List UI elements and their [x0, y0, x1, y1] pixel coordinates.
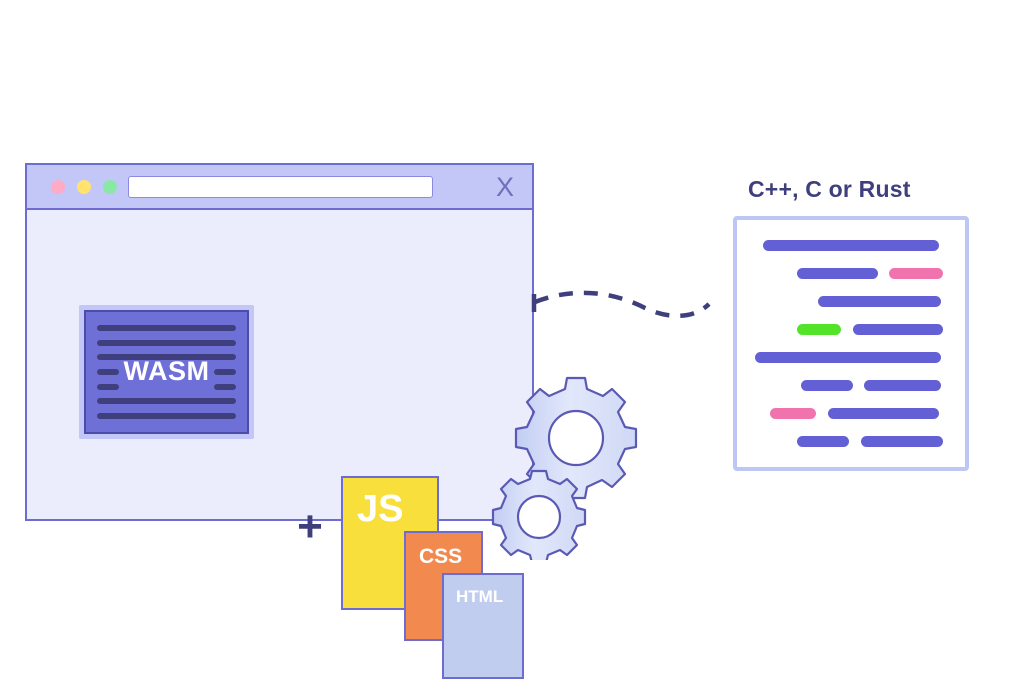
dashed-connector [531, 290, 711, 319]
card-html-label: HTML [456, 587, 504, 606]
card-html: HTML [442, 573, 524, 679]
code-panel [733, 216, 969, 471]
maximize-dot-icon[interactable] [103, 180, 117, 194]
code-token-purple [827, 408, 940, 419]
browser-window: X WASM + JS [25, 163, 534, 679]
code-token-green [797, 324, 842, 335]
wasm-code-line [97, 354, 236, 361]
plus-operator: + [297, 502, 323, 551]
code-row [755, 324, 947, 335]
code-token-purple [860, 436, 944, 447]
card-js-label: JS [357, 488, 404, 530]
code-indent [755, 436, 797, 447]
gear-large-icon [514, 376, 638, 500]
card-css-label: CSS [419, 545, 463, 568]
close-dot-icon[interactable] [51, 180, 65, 194]
code-row [755, 380, 947, 391]
code-token-purple [864, 380, 942, 391]
code-token-purple [755, 352, 942, 363]
code-row [755, 352, 947, 363]
wasm-module-inner: WASM [84, 310, 249, 434]
code-row [755, 408, 947, 419]
code-indent [755, 324, 797, 335]
code-token-purple [797, 436, 850, 447]
code-panel-title: C++, C or Rust [748, 176, 911, 202]
wasm-code-line [97, 398, 236, 405]
code-token-purple [797, 268, 878, 279]
wasm-code-line [97, 339, 236, 346]
code-token-purple [801, 380, 853, 391]
close-icon[interactable]: X [495, 172, 514, 202]
code-token-pink [889, 268, 944, 279]
code-indent [849, 436, 861, 447]
minimize-dot-icon[interactable] [77, 180, 91, 194]
window-traffic-lights [51, 180, 117, 194]
code-row [755, 436, 947, 447]
address-bar-input[interactable] [128, 176, 433, 198]
code-indent [841, 324, 853, 335]
code-indent [816, 408, 828, 419]
wasm-code-line [97, 383, 236, 390]
code-indent [755, 408, 770, 419]
code-indent [853, 380, 865, 391]
wasm-label: WASM [123, 355, 210, 386]
code-indent [878, 268, 890, 279]
code-token-purple [762, 240, 940, 251]
wasm-module: WASM [79, 305, 254, 439]
code-token-purple [852, 324, 944, 335]
wasm-code-line [97, 325, 236, 331]
code-row [755, 296, 947, 307]
wasm-code-line [97, 412, 236, 419]
code-row [755, 240, 947, 251]
code-token-purple [818, 296, 942, 307]
browser-viewport: WASM + JS CSS HTML [27, 210, 532, 679]
code-indent [755, 240, 763, 251]
code-token-pink [770, 408, 817, 419]
code-row [755, 268, 947, 279]
browser-titlebar: X [27, 165, 532, 210]
wasm-code-line [97, 368, 236, 375]
code-indent [755, 268, 797, 279]
code-indent [755, 296, 818, 307]
code-indent [755, 380, 801, 391]
